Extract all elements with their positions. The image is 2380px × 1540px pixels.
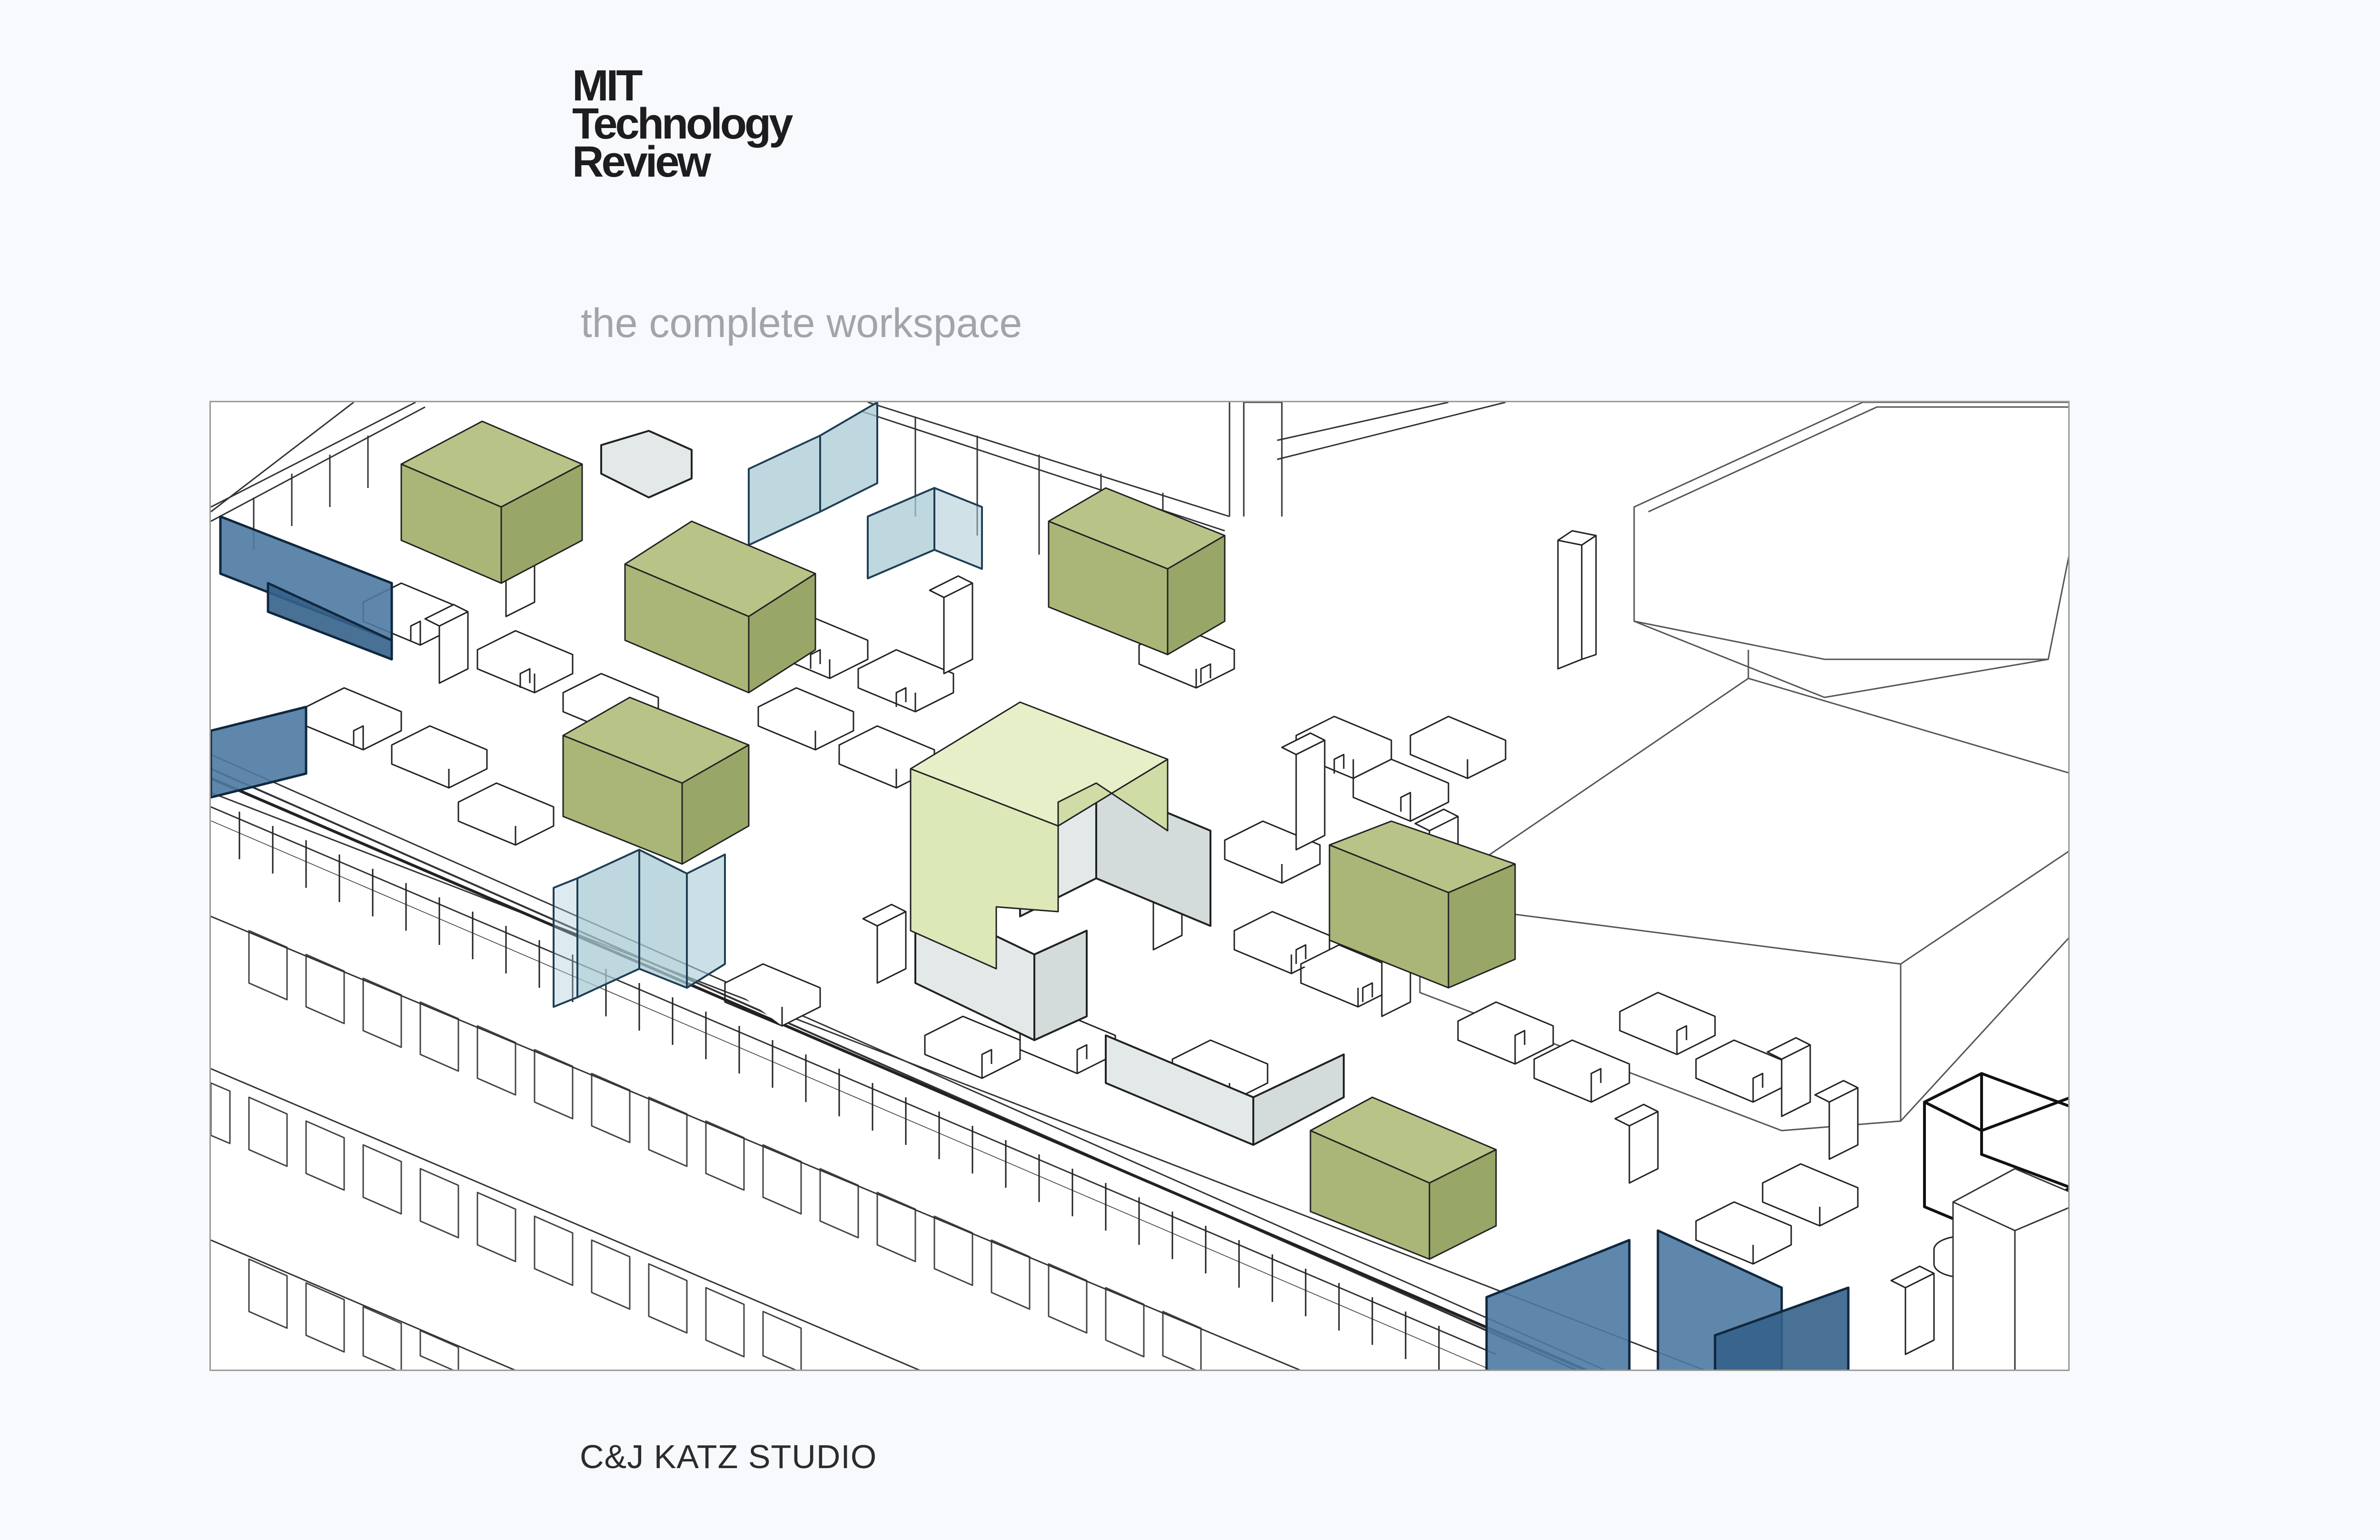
facade-window-row-1	[248, 930, 1202, 1370]
right-pedestal	[1952, 1168, 2068, 1370]
logo-line-technology: Technology	[572, 99, 793, 148]
dark-frame-box	[1923, 1072, 2068, 1232]
mit-technology-review-logo: MIT Technology Review	[572, 61, 793, 186]
facade-window-row-3	[248, 1258, 459, 1370]
floor-plan-svg	[211, 402, 2068, 1370]
column	[1557, 530, 1597, 670]
meeting-room-4	[562, 696, 750, 865]
glass-rooms-light	[553, 402, 983, 1008]
meeting-room-3	[1048, 487, 1226, 656]
logo-line-mit: MIT	[572, 61, 643, 110]
chairs	[353, 620, 1764, 1093]
facade-window-row-2	[211, 1082, 802, 1370]
meeting-room-5	[1329, 820, 1516, 989]
front-facade	[211, 754, 1606, 1370]
floor-edge-window-band	[211, 777, 1588, 1370]
glass-rooms-dark	[211, 515, 1850, 1370]
meeting-rooms-green	[400, 420, 1516, 1260]
meeting-room-6	[1309, 1096, 1497, 1260]
axonometric-floor-plan	[209, 401, 2070, 1371]
page-subtitle: the complete workspace	[581, 300, 1022, 346]
logo-line-review: Review	[572, 138, 711, 186]
adjacent-building	[1419, 402, 2068, 1132]
lounge-pale-green	[910, 701, 1169, 970]
meeting-room-1	[400, 420, 583, 584]
meeting-room-2	[624, 520, 816, 694]
studio-credit: C&J KATZ STUDIO	[580, 1438, 877, 1475]
